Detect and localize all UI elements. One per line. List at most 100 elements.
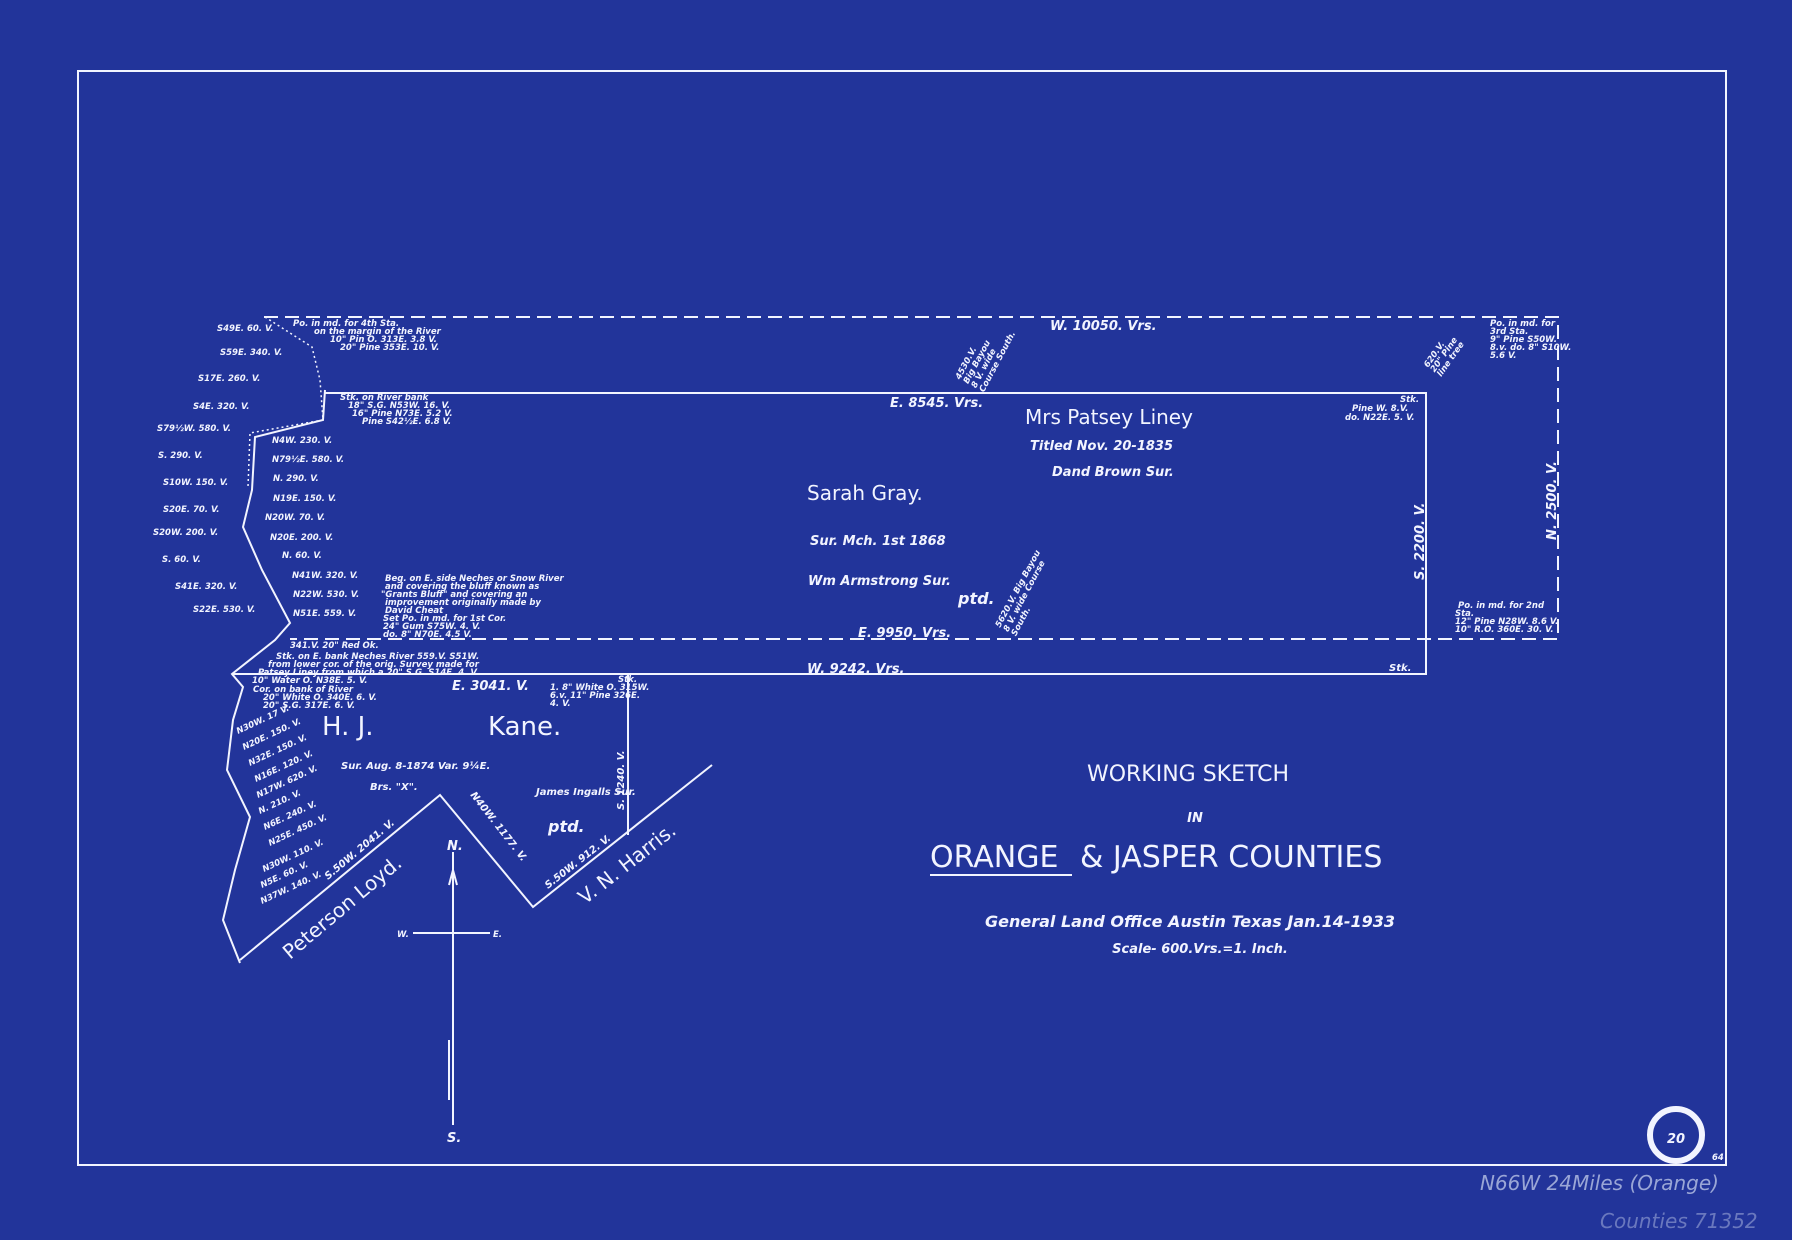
svg-text:Sta.: Sta. [1455, 609, 1474, 619]
svg-text:Po. in md. for: Po. in md. for [1490, 319, 1556, 329]
title-in: IN [1187, 811, 1203, 826]
kane-boundary [239, 764, 713, 961]
svg-text:S. 290. V.: S. 290. V. [158, 451, 203, 461]
river-bank-line [221, 389, 326, 964]
svg-text:S79½W. 580. V.: S79½W. 580. V. [157, 424, 231, 434]
svg-text:Patsey Liney from which a 20": Patsey Liney from which a 20" S.G. S14E.… [258, 668, 479, 678]
stamp-mark: 64 [1712, 1153, 1724, 1163]
svg-text:Set Po. in md. for 1st Cor.: Set Po. in md. for 1st Cor. [383, 614, 506, 624]
svg-text:Stk.: Stk. [1400, 395, 1419, 405]
title-orange: ORANGE [930, 840, 1058, 875]
svg-text:from lower cor. of the orig. S: from lower cor. of the orig. Survey made… [268, 660, 480, 670]
svg-text:S59E. 340. V.: S59E. 340. V. [220, 348, 282, 358]
svg-text:N20W. 70. V.: N20W. 70. V. [265, 513, 325, 523]
svg-text:S4E. 320. V.: S4E. 320. V. [193, 402, 249, 412]
svg-text:N20E. 200. V.: N20E. 200. V. [270, 533, 333, 543]
call-n2500: N. 2500. V. [1545, 461, 1560, 540]
call-e3041: E. 3041. V. [452, 679, 529, 694]
note-river-stake: Stk. on River bank 18" S.G. N53W. 16. V.… [340, 393, 453, 427]
svg-text:N. 290. V.: N. 290. V. [273, 474, 319, 484]
call-w10050: W. 10050. Vrs. [1050, 319, 1157, 334]
svg-text:N79½E. 580. V.: N79½E. 580. V. [272, 455, 344, 465]
svg-text:N. 60. V.: N. 60. V. [282, 551, 322, 561]
svg-text:S. 60. V.: S. 60. V. [162, 555, 201, 565]
map-border [77, 70, 1727, 1166]
compass-south: S. [447, 1131, 461, 1146]
svg-text:16" Pine N73E. 5.2 V.: 16" Pine N73E. 5.2 V. [352, 409, 453, 419]
title-scale: Scale- 600.Vrs.=1. Inch. [1112, 942, 1288, 957]
svg-text:on the margin of the River: on the margin of the River [314, 327, 442, 337]
note-neches-stake: Stk. on E. bank Neches River 559.V. S51W… [252, 652, 480, 686]
svg-text:1. 8" White O. 315W.: 1. 8" White O. 315W. [550, 683, 649, 693]
survey-gray-name: Sarah Gray. [807, 481, 923, 505]
title-jasper-counties: & JASPER COUNTIES [1080, 840, 1382, 875]
note-red-oak: 341.V. 20" Red Ok. [290, 641, 379, 651]
compass: N. S. W. E. [397, 839, 502, 1146]
survey-ingalls: James Ingalls Sur. [534, 787, 636, 798]
compass-north: N. [447, 839, 463, 854]
survey-kane-a: H. J. [322, 712, 374, 742]
svg-text:S49E. 60. V.: S49E. 60. V. [217, 324, 273, 334]
svg-text:20" S.G. 317E. 6. V.: 20" S.G. 317E. 6. V. [263, 701, 355, 711]
note-stake-pine: Stk. Pine W. 8.V. do. N22E. 5. V. [1345, 395, 1419, 423]
note-3rd-station: Po. in md. for 3rd Sta. 9" Pine S50W. 8.… [1490, 319, 1571, 361]
river-calls-west: S49E. 60. V. S59E. 340. V. S17E. 260. V.… [153, 324, 282, 615]
title-working-sketch: WORKING SKETCH [1087, 762, 1289, 787]
survey-kane-brs: Brs. "X". [370, 782, 418, 793]
survey-liney-surveyor: Dand Brown Sur. [1052, 465, 1174, 480]
svg-text:9" Pine S50W.: 9" Pine S50W. [1490, 335, 1557, 345]
svg-text:Pine W. 8.V.: Pine W. 8.V. [1352, 404, 1408, 414]
svg-text:10" Pin O. 313E. 3.8 V.: 10" Pin O. 313E. 3.8 V. [330, 335, 437, 345]
svg-text:do. N22E. 5. V.: do. N22E. 5. V. [1345, 413, 1415, 423]
river-calls-east: N4W. 230. V. N79½E. 580. V. N. 290. V. N… [265, 436, 359, 619]
note-corner-bank: Cor. on bank of River 20" White O. 340E.… [253, 685, 377, 711]
survey-kane-date: Sur. Aug. 8-1874 Var. 9¼E. [341, 760, 490, 772]
patented-label-1: ptd. [957, 589, 995, 608]
svg-text:S20W. 200. V.: S20W. 200. V. [153, 528, 218, 538]
outer-survey-dashed-boundary [264, 316, 1559, 640]
svg-text:Pine S42½E. 6.8 V.: Pine S42½E. 6.8 V. [362, 417, 451, 427]
svg-text:5.6 V.: 5.6 V. [1490, 351, 1517, 361]
svg-text:S20E. 70. V.: S20E. 70. V. [163, 505, 219, 515]
note-white-oak: Stk. 1. 8" White O. 315W. 6.v. 11" Pine … [549, 675, 649, 709]
compass-west: W. [397, 930, 409, 940]
svg-text:Stk. on E. bank Neches River 5: Stk. on E. bank Neches River 559.V. S51W… [276, 652, 479, 662]
call-s2200: S. 2200. V. [1413, 503, 1428, 580]
survey-kane-b: Kane. [488, 712, 561, 742]
svg-text:10" R.O. 360E. 30. V.: 10" R.O. 360E. 30. V. [1455, 625, 1554, 635]
note-2nd-station: Po. in md. for 2nd Sta. 12" Pine N28W. 8… [1455, 601, 1558, 635]
svg-text:3rd Sta.: 3rd Sta. [1490, 327, 1528, 337]
survey-liney-name: Mrs Patsey Liney [1025, 405, 1193, 429]
svg-text:do. 8" N70E. 4.5 V.: do. 8" N70E. 4.5 V. [383, 630, 472, 640]
title-office-date: General Land Office Austin Texas Jan.14-… [985, 912, 1395, 931]
svg-text:8.v. do. 8" S10W.: 8.v. do. 8" S10W. [1490, 343, 1571, 353]
svg-text:Po. in md. for 4th Sta.: Po. in md. for 4th Sta. [293, 319, 399, 329]
svg-text:6.v. 11" Pine 326E.: 6.v. 11" Pine 326E. [550, 691, 640, 701]
svg-text:N41W. 320. V.: N41W. 320. V. [292, 571, 358, 581]
svg-text:S22E. 530. V.: S22E. 530. V. [193, 605, 255, 615]
liney-survey-boundary [232, 392, 1427, 675]
svg-text:S10W. 150. V.: S10W. 150. V. [163, 478, 228, 488]
svg-text:S41E. 320. V.: S41E. 320. V. [175, 582, 237, 592]
patented-label-2: ptd. [547, 817, 585, 836]
svg-text:Po. in md. for 2nd: Po. in md. for 2nd [1458, 601, 1545, 611]
svg-text:20" Pine 353E. 10. V.: 20" Pine 353E. 10. V. [340, 343, 439, 353]
svg-text:N22W. 530. V.: N22W. 530. V. [293, 590, 359, 600]
pencil-note: Counties 71352 [1600, 1209, 1758, 1233]
svg-text:10" Water O. N38E. 5. V.: 10" Water O. N38E. 5. V. [252, 676, 367, 686]
call-w9242: W. 9242. Vrs. [807, 662, 904, 677]
svg-text:Stk.: Stk. [618, 675, 637, 685]
svg-text:12" Pine N28W. 8.6 V.: 12" Pine N28W. 8.6 V. [1455, 617, 1558, 627]
call-s1240: S. 1240. V. [616, 750, 627, 810]
stamp-number: 20 [1667, 1132, 1685, 1147]
survey-gray-date: Sur. Mch. 1st 1868 [810, 534, 946, 549]
svg-text:24" Gum S75W. 4. V.: 24" Gum S75W. 4. V. [383, 622, 480, 632]
note-beginning: Beg. on E. side Neches or Snow River and… [381, 574, 564, 640]
call-e8545: E. 8545. Vrs. [890, 396, 983, 411]
margin-note: N66W 24Miles (Orange) [1480, 1171, 1719, 1195]
svg-text:"Grants Bluff" and covering an: "Grants Bluff" and covering an [381, 590, 527, 600]
survey-liney-titled: Titled Nov. 20-1835 [1030, 439, 1173, 454]
svg-text:N19E. 150. V.: N19E. 150. V. [273, 494, 336, 504]
